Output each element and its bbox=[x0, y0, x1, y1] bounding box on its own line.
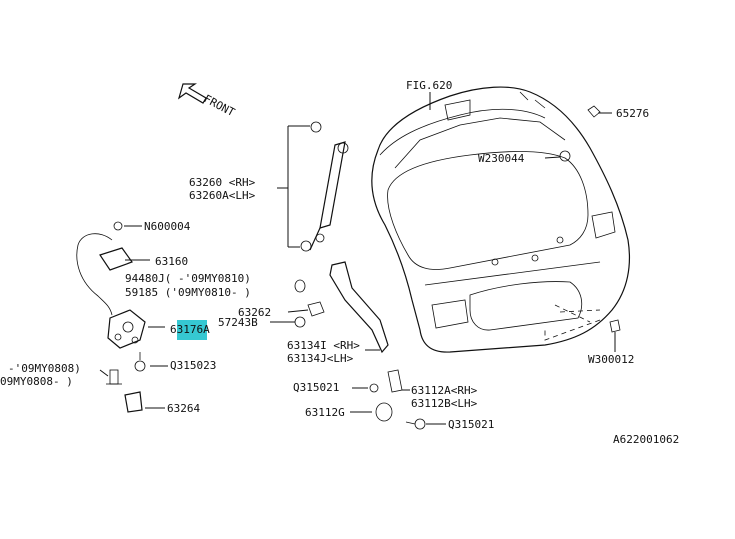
label-65276: 65276 bbox=[616, 107, 649, 120]
label-63160: 63160 bbox=[155, 255, 188, 268]
label-w230044: W230044 bbox=[478, 152, 525, 165]
highlight-63176a bbox=[177, 320, 207, 340]
label-63176a[interactable]: 63176A bbox=[170, 323, 210, 336]
bumper-icon bbox=[307, 301, 325, 317]
label-59185: 59185 ('09MY0810- ) bbox=[125, 286, 251, 299]
label-left-b: 09MY0808- ) bbox=[0, 375, 73, 388]
label-63260-rh: 63260 <RH> bbox=[189, 176, 256, 189]
screw-icon-2 bbox=[369, 383, 379, 393]
clip-icon-2 bbox=[609, 319, 621, 333]
label-63262: 63262 bbox=[238, 306, 271, 319]
label-63112b-lh: 63112B<LH> bbox=[411, 397, 478, 410]
label-63134i-rh: 63134I <RH> bbox=[287, 339, 360, 352]
liftgate-door bbox=[371, 86, 631, 353]
label-63112g: 63112G bbox=[305, 406, 345, 419]
label-q315021-b: Q315021 bbox=[448, 418, 494, 431]
striker-icon bbox=[124, 391, 143, 413]
label-n600004: N600004 bbox=[144, 220, 191, 233]
gas-strut bbox=[300, 121, 349, 252]
label-63260a-lh: 63260A<LH> bbox=[189, 189, 256, 202]
label-q315021-a: Q315021 bbox=[293, 381, 339, 394]
front-arrow-icon bbox=[177, 83, 207, 104]
clip-icon bbox=[587, 105, 601, 118]
grommet-icon bbox=[294, 279, 306, 293]
front-label: FRONT bbox=[202, 92, 238, 119]
bushing-icon bbox=[375, 402, 393, 422]
label-fig620: FIG.620 bbox=[406, 79, 452, 92]
latch-assembly bbox=[107, 309, 146, 349]
screw-icon bbox=[134, 352, 146, 372]
screw-icon-3 bbox=[405, 418, 426, 430]
dashed-guide-lines bbox=[544, 304, 601, 341]
bolt-icon bbox=[106, 369, 122, 385]
hinge-bracket bbox=[329, 261, 389, 354]
actuator-cable bbox=[76, 233, 133, 316]
diagram-id: A622001062 bbox=[613, 433, 679, 446]
label-left-a: -'09MY0808) bbox=[8, 362, 81, 375]
nut-icon bbox=[113, 221, 123, 231]
label-57243b: 57243B bbox=[218, 316, 258, 329]
label-94480j: 94480J( -'09MY0810) bbox=[125, 272, 251, 285]
label-q315023: Q315023 bbox=[170, 359, 216, 372]
cap-icon bbox=[294, 316, 306, 328]
label-63134j-lh: 63134J<LH> bbox=[287, 352, 354, 365]
label-w300012: W300012 bbox=[588, 353, 634, 366]
label-63264: 63264 bbox=[167, 402, 200, 415]
bracket-icon bbox=[387, 369, 403, 393]
label-63112a-rh: 63112A<RH> bbox=[411, 384, 478, 397]
